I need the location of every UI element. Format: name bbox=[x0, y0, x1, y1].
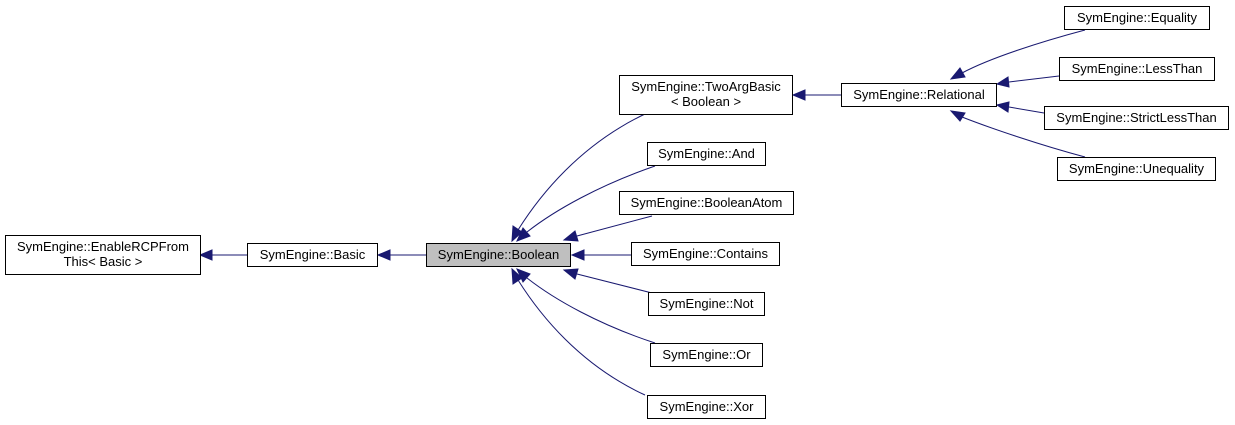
node-enable-rcp-from-this[interactable]: SymEngine::EnableRCPFrom This< Basic > bbox=[5, 235, 201, 275]
edge-contains-to-boolean bbox=[570, 249, 631, 261]
edge-and-to-boolean bbox=[516, 165, 656, 242]
node-relational[interactable]: SymEngine::Relational bbox=[841, 83, 997, 107]
node-not-label: SymEngine::Not bbox=[660, 296, 754, 311]
edge-or-to-boolean bbox=[516, 268, 656, 344]
node-relational-label: SymEngine::Relational bbox=[853, 87, 985, 102]
node-xor-label: SymEngine::Xor bbox=[660, 399, 755, 414]
node-or[interactable]: SymEngine::Or bbox=[650, 343, 763, 367]
node-basic[interactable]: SymEngine::Basic bbox=[247, 243, 378, 267]
node-boolean-atom[interactable]: SymEngine::BooleanAtom bbox=[619, 191, 794, 215]
node-xor[interactable]: SymEngine::Xor bbox=[647, 395, 766, 419]
node-two-arg-basic[interactable]: SymEngine::TwoArgBasic < Boolean > bbox=[619, 75, 793, 115]
node-less-than[interactable]: SymEngine::LessThan bbox=[1059, 57, 1215, 81]
node-boolean[interactable]: SymEngine::Boolean bbox=[426, 243, 571, 267]
edge-relational-to-two-arg-basic bbox=[791, 89, 841, 101]
edge-not-to-boolean bbox=[562, 268, 653, 294]
edge-less-than-to-relational bbox=[995, 75, 1060, 88]
edge-xor-to-boolean bbox=[511, 267, 646, 396]
node-or-label: SymEngine::Or bbox=[662, 347, 751, 362]
node-contains-label: SymEngine::Contains bbox=[643, 246, 769, 261]
node-contains[interactable]: SymEngine::Contains bbox=[631, 242, 780, 266]
node-strict-less-than-label: SymEngine::StrictLessThan bbox=[1056, 110, 1216, 125]
edge-two-arg-basic-to-boolean bbox=[511, 113, 646, 243]
node-less-than-label: SymEngine::LessThan bbox=[1072, 61, 1203, 76]
edge-equality-to-relational bbox=[949, 29, 1086, 80]
node-and[interactable]: SymEngine::And bbox=[647, 142, 766, 166]
node-enable-rcp-line2: This< Basic > bbox=[64, 254, 143, 269]
edge-boolean-atom-to-boolean bbox=[562, 215, 653, 242]
node-unequality-label: SymEngine::Unequality bbox=[1069, 161, 1205, 176]
node-equality[interactable]: SymEngine::Equality bbox=[1064, 6, 1210, 30]
node-equality-label: SymEngine::Equality bbox=[1077, 10, 1197, 25]
node-basic-label: SymEngine::Basic bbox=[260, 247, 366, 262]
edge-unequality-to-relational bbox=[949, 110, 1086, 158]
node-unequality[interactable]: SymEngine::Unequality bbox=[1057, 157, 1216, 181]
edge-strict-less-than-to-relational bbox=[995, 101, 1045, 114]
node-and-label: SymEngine::And bbox=[658, 146, 755, 161]
edge-boolean-to-basic bbox=[376, 249, 426, 261]
node-boolean-atom-label: SymEngine::BooleanAtom bbox=[631, 195, 783, 210]
node-strict-less-than[interactable]: SymEngine::StrictLessThan bbox=[1044, 106, 1229, 130]
node-two-arg-basic-line2: < Boolean > bbox=[671, 94, 741, 109]
node-two-arg-basic-line1: SymEngine::TwoArgBasic bbox=[631, 79, 781, 94]
edge-basic-to-enable-rcp bbox=[198, 249, 247, 261]
node-not[interactable]: SymEngine::Not bbox=[648, 292, 765, 316]
node-enable-rcp-line1: SymEngine::EnableRCPFrom bbox=[17, 239, 189, 254]
node-boolean-label: SymEngine::Boolean bbox=[438, 247, 559, 262]
